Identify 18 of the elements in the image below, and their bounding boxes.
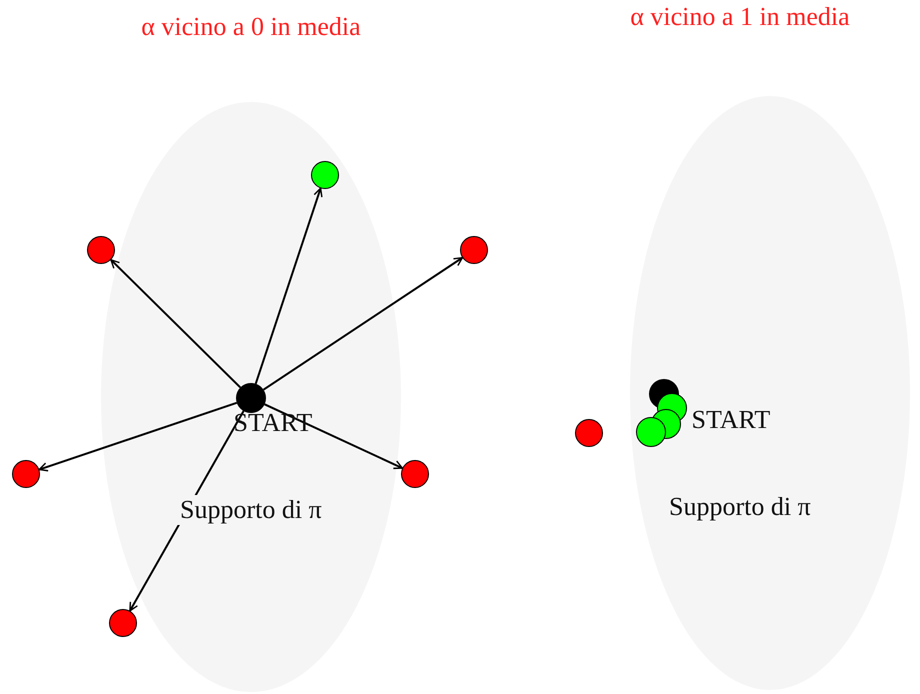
heading-label: α vicino a 1 in media (630, 2, 850, 32)
arrow (264, 403, 403, 470)
sample-point (12, 460, 40, 488)
start-label: START (234, 408, 312, 438)
sample-point (460, 236, 488, 264)
sample-point (575, 419, 603, 447)
start-label: START (692, 405, 770, 435)
arrow (38, 402, 238, 472)
sample-point (311, 161, 339, 189)
heading-label: α vicino a 0 in media (141, 12, 361, 42)
arrow (129, 410, 244, 612)
arrow (262, 256, 464, 391)
sample-point (636, 417, 666, 447)
sample-point (87, 236, 115, 264)
sample-point (401, 460, 429, 488)
sample-point (109, 609, 137, 637)
arrow (110, 259, 242, 388)
arrow (254, 188, 323, 384)
